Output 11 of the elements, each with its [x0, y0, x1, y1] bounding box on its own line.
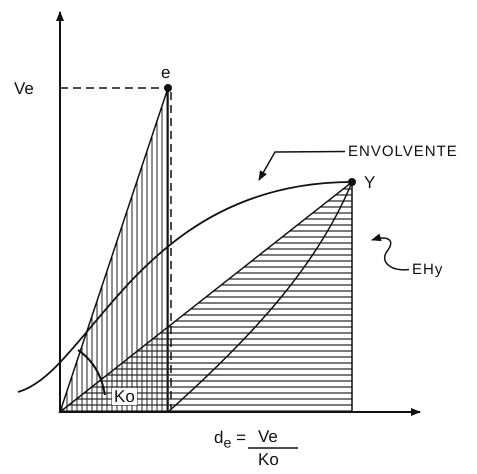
- leader-line: [371, 234, 410, 271]
- formula-text: Ko: [258, 451, 279, 468]
- point-label: e: [161, 64, 170, 81]
- formula-text: Ve: [258, 428, 278, 445]
- formula-text: d$_{e}$ =: [214, 429, 246, 451]
- leader-line: [258, 150, 345, 181]
- angle-label: Ko: [112, 388, 137, 405]
- point-label: Y: [364, 174, 376, 191]
- axis-label: Ve: [14, 80, 34, 97]
- callout-label: ENVOLVENTE: [348, 144, 458, 159]
- callout-label: EHy: [412, 262, 444, 277]
